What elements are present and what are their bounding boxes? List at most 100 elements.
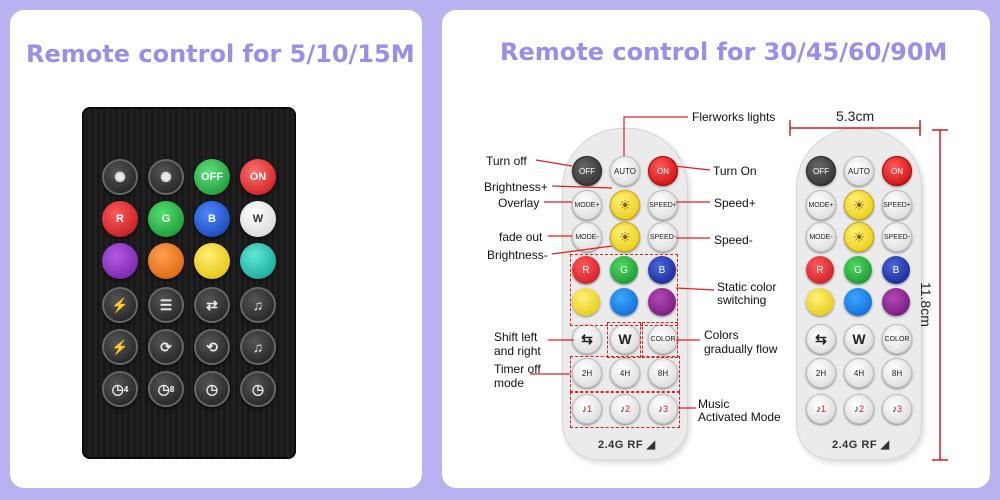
b-shift-button[interactable]: ⇆ [806,324,836,354]
b-red-button[interactable]: R [806,256,834,284]
dark-purple-button[interactable] [102,243,138,279]
b-mode-plus-button[interactable]: MODE+ [806,190,836,220]
b-sky-blue-button[interactable] [844,288,872,316]
blue-button[interactable]: B [648,256,676,284]
b-on-button[interactable]: ON [882,156,912,186]
dark-timer-button-4[interactable]: ◷ [240,371,276,407]
b-music-2-button[interactable]: ♪2 [844,394,874,424]
b-mode-minus-button[interactable]: MODE- [806,222,836,252]
purple-button[interactable] [648,288,676,316]
timer-icon: ◷ [205,380,219,397]
color-button[interactable]: COLOR [648,324,678,354]
dark-timer-button-3[interactable]: ◷ [194,371,230,407]
b-auto-button[interactable]: AUTO [844,156,874,186]
timer-icon: ◷ [111,380,124,397]
music-3-label: 3 [662,404,668,414]
on-button[interactable]: ON [648,156,678,186]
right-title: Remote control for 30/45/60/90M [500,38,948,66]
off-button[interactable]: OFF [572,156,602,186]
dark-btn-2[interactable]: ✺ [148,159,184,195]
flash-icon: ⚡ [111,338,129,355]
yellow-button[interactable] [572,288,600,316]
music-2-button[interactable]: ♪2 [610,394,640,424]
on-label: ON [657,166,669,176]
b-green-button[interactable]: G [844,256,872,284]
dark-fade-button[interactable]: ☰ [148,287,184,323]
b-speed-plus-button[interactable]: SPEED+ [882,190,912,220]
colors-label-2: gradually flow [704,342,778,356]
b-color-button[interactable]: COLOR [882,324,912,354]
b-timer-4h-button[interactable]: 4H [844,358,874,388]
b-music-3-button[interactable]: ♪3 [882,394,912,424]
speed-minus-button[interactable]: SPEED- [648,222,678,252]
dark-white-button[interactable]: W [240,201,276,237]
b-timer-8h-button[interactable]: 8H [882,358,912,388]
dark-music-button-2[interactable]: ♫ [240,329,276,365]
timer-8h-button[interactable]: 8H [648,358,678,388]
music-box [570,392,680,428]
dark-on-button[interactable]: ON [240,159,276,195]
b-white-button[interactable]: W [844,324,874,354]
red-button[interactable]: R [572,256,600,284]
b-brightness-plus-button[interactable]: ☀ [844,190,874,220]
sky-blue-button[interactable] [610,288,638,316]
dark-btn-1[interactable]: ✺ [102,159,138,195]
dark-cyan-button[interactable] [240,243,276,279]
music-icon: ♫ [252,297,264,313]
speed-minus-label: SPEED- [649,233,677,241]
shift-label-1: Shift left [494,330,538,344]
auto-button[interactable]: AUTO [610,156,640,186]
wifi-icon: ◢ [646,439,656,451]
speed-plus-button[interactable]: SPEED+ [648,190,678,220]
b-color-label: COLOR [884,335,910,343]
brightness-plus-button[interactable]: ☀ [610,190,640,220]
dark-off-button[interactable]: OFF [194,159,230,195]
white-button[interactable]: W [610,324,640,354]
b-yellow-button[interactable] [806,288,834,316]
dark-refresh-button[interactable]: ⟳ [148,329,184,365]
green-label: G [620,264,628,276]
dark-yellow-button[interactable] [194,243,230,279]
shift-button[interactable]: ⇆ [572,324,602,354]
music-icon: ♪ [581,403,587,415]
sun-icon: ☀ [852,228,866,245]
flash-icon: ⚡ [111,296,129,313]
b-brightness-minus-button[interactable]: ☀ [844,222,874,252]
shift-icon: ⇆ [581,330,593,347]
b-blue-button[interactable]: B [882,256,910,284]
timer-label-2: mode [494,376,525,390]
b-speed-minus-button[interactable]: SPEED- [882,222,912,252]
music-3-button[interactable]: ♪3 [648,394,678,424]
dark-timer-8-button[interactable]: ◷8 [148,371,184,407]
timer-2h-button[interactable]: 2H [572,358,602,388]
speed-minus-label: Speed- [714,233,753,247]
b-rf-label: 2.4G RF ◢ [832,439,890,451]
dark-blue-button[interactable]: B [194,201,230,237]
dark-flash-button[interactable]: ⚡ [102,287,138,323]
green-button[interactable]: G [610,256,638,284]
dark-red-button[interactable]: R [102,201,138,237]
dark-green-button[interactable]: G [148,201,184,237]
timer-4h-label: 4H [619,368,631,378]
b-purple-button[interactable] [882,288,910,316]
timer-4h-button[interactable]: 4H [610,358,640,388]
dark-shift-button[interactable]: ⇄ [194,287,230,323]
static-color-box [570,254,678,326]
music-2-label: 2 [624,404,630,414]
shift-label-2: and right [494,344,541,358]
music-label-2: Activated Mode [698,410,781,424]
mode-minus-button[interactable]: MODE- [572,222,602,252]
dark-music-button[interactable]: ♫ [240,287,276,323]
static-color-label-1: Static color [717,280,777,294]
dark-orange-button[interactable] [148,243,184,279]
dark-flash-button-2[interactable]: ⚡ [102,329,138,365]
plain-remote: OFF AUTO ON MODE+ ☀ SPEED+ MODE- ☀ SPEED… [796,128,922,460]
dark-refresh-button-2[interactable]: ⟲ [194,329,230,365]
mode-plus-button[interactable]: MODE+ [572,190,602,220]
b-off-button[interactable]: OFF [806,156,836,186]
brightness-minus-button[interactable]: ☀ [610,222,640,252]
dark-timer-4-button[interactable]: ◷4 [102,371,138,407]
b-timer-2h-button[interactable]: 2H [806,358,836,388]
b-music-1-button[interactable]: ♪1 [806,394,836,424]
music-1-button[interactable]: ♪1 [572,394,602,424]
